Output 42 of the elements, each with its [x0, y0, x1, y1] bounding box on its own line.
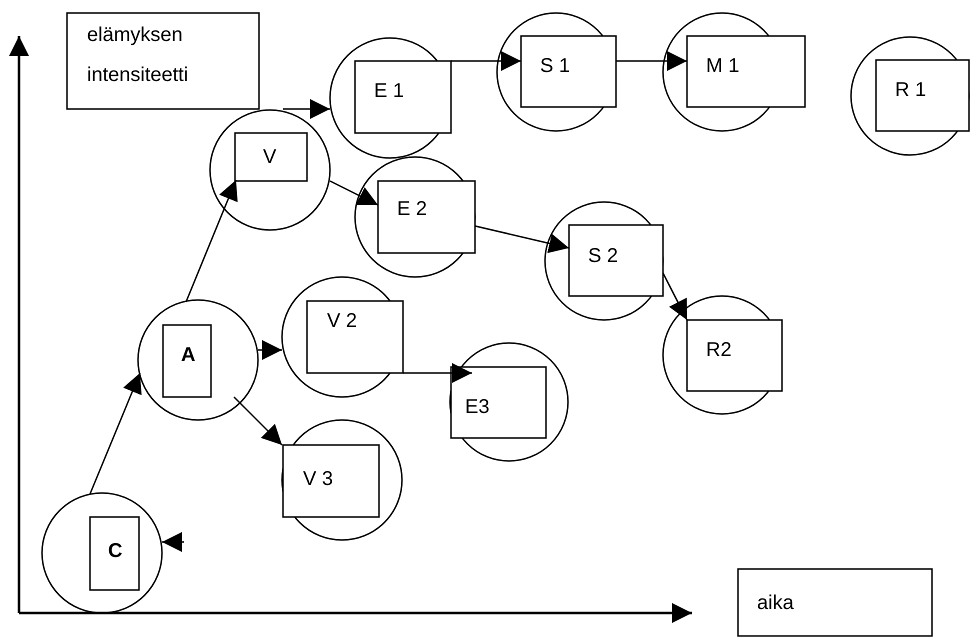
node-label: C — [108, 539, 122, 564]
state-node — [663, 296, 782, 414]
state-node — [210, 110, 330, 230]
arrow — [89, 372, 142, 494]
state-node — [663, 13, 805, 131]
arrow — [662, 272, 688, 320]
state-node — [355, 157, 475, 277]
arrow — [474, 225, 570, 254]
node-label: V 2 — [327, 309, 358, 334]
arrow — [162, 532, 184, 552]
arrow — [330, 180, 378, 206]
node-label: E 1 — [374, 79, 404, 104]
node-label: R2 — [706, 338, 732, 363]
state-node — [851, 37, 969, 155]
arrow — [616, 51, 687, 71]
arrow — [258, 340, 282, 360]
node-label: E 2 — [397, 197, 428, 222]
axis-title: elämyksen intensiteetti — [87, 23, 190, 88]
text-box — [67, 13, 259, 109]
arrow — [233, 396, 283, 446]
arrow — [283, 99, 330, 119]
state-node — [282, 277, 403, 397]
node-label: R 1 — [895, 78, 926, 103]
node-label: V 3 — [303, 467, 334, 492]
node-label: S 2 — [588, 244, 618, 269]
state-node — [42, 493, 162, 613]
arrow — [185, 180, 238, 302]
state-node — [138, 300, 258, 420]
node-label: A — [181, 343, 196, 368]
state-node — [545, 202, 663, 320]
arrow — [451, 51, 521, 71]
text-box — [738, 569, 932, 636]
node-label: M 1 — [706, 54, 740, 79]
node-label: E3 — [465, 395, 490, 420]
axis-title: aika — [757, 591, 794, 616]
state-node — [330, 38, 451, 158]
node-label: V — [263, 145, 276, 170]
state-node — [450, 343, 568, 461]
state-node — [497, 13, 616, 131]
arrow — [403, 363, 472, 383]
node-label: S 1 — [540, 54, 570, 79]
state-node — [282, 420, 402, 540]
